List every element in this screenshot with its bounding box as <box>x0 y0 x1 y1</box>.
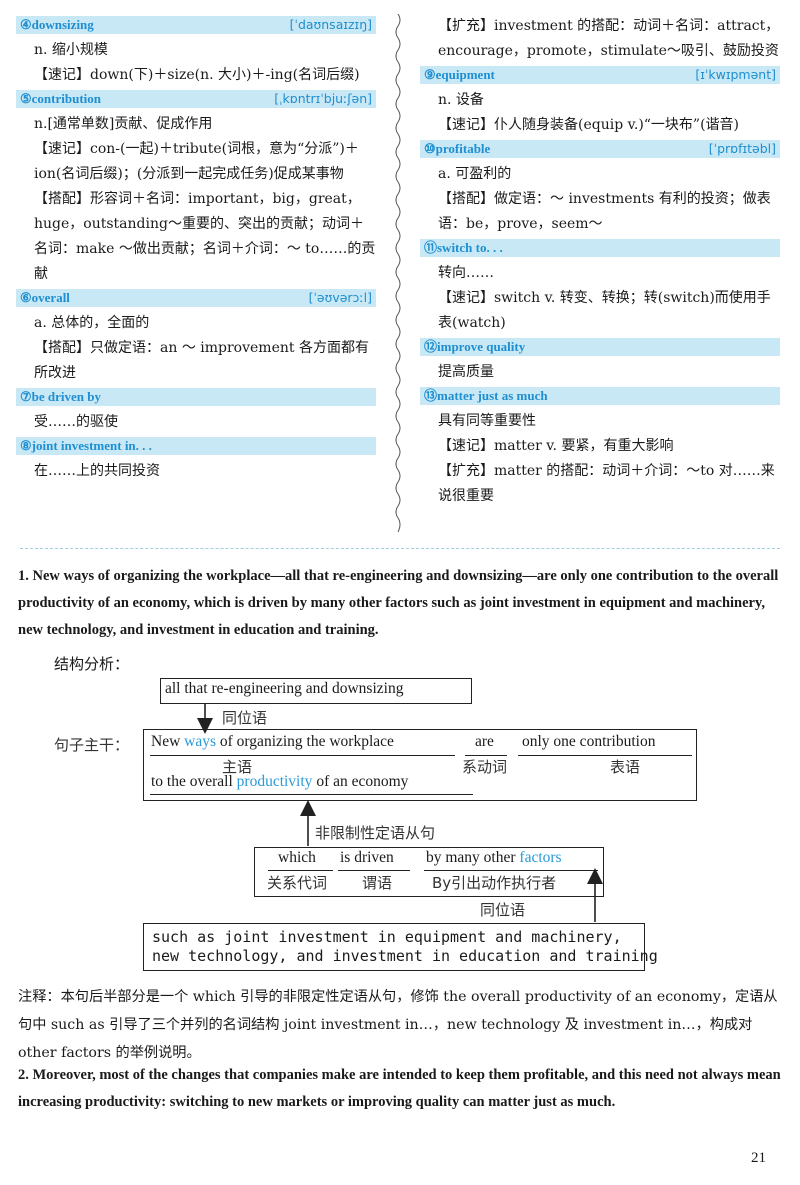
entry-mnemonic: 【速记】down(下)＋size(n. 大小)＋-ing(名词后缀) <box>34 67 360 83</box>
entry-mnemonic: 【速记】con-(一起)＋tribute(词根，意为“分派”)＋ion(名词后缀… <box>34 141 359 182</box>
relative-pronoun-cn-label: 关系代词 <box>267 874 328 892</box>
entry-extension: 【扩充】matter 的搭配：动词＋介词：～to 对……来说很重要 <box>438 463 775 504</box>
entry-word: ⑥overall <box>20 290 70 305</box>
by-phrase-underline <box>424 870 598 871</box>
entry-header-contribution: ⑤contribution [ˌkɒntrɪˈbjuːʃən] <box>16 90 376 108</box>
entry-definition: 提高质量 <box>438 364 494 380</box>
entry-phonetic: [ˈdaʊnsaɪzɪŋ] <box>289 17 372 32</box>
subject-underline <box>150 755 455 756</box>
verb-text: are <box>475 733 494 750</box>
entry-definition: n. 缩小规模 <box>34 42 108 58</box>
clause-label: 非限制性定语从句 <box>315 824 436 842</box>
subject-highlight: ways <box>184 733 217 750</box>
entry-phonetic: [ɪˈkwɪpmənt] <box>695 67 776 82</box>
main-clause-box <box>143 729 697 801</box>
verb-cn-label: 系动词 <box>462 758 508 776</box>
entry-header-joint-investment: ⑧joint investment in. . . <box>16 437 376 455</box>
entry-collocation: 【搭配】只做定语：an ～ improvement 各方面都有所改进 <box>34 340 369 381</box>
entry-mnemonic: 【速记】matter v. 要紧，有重大影响 <box>438 438 674 454</box>
predicative-underline <box>518 755 692 756</box>
subject-pre: New <box>151 733 185 750</box>
entry-word: ⑨equipment <box>424 67 495 82</box>
by-phrase-pre: by many other <box>426 849 520 866</box>
main-clause-label: 句子主干： <box>54 736 130 754</box>
main-line2-underline <box>150 794 473 795</box>
relative-pronoun-underline <box>268 870 333 871</box>
entry-collocation: 【搭配】形容词＋名词：important，big，great，huge，outs… <box>34 191 376 282</box>
verb-underline <box>465 755 507 756</box>
entry-definition: 转向…… <box>438 265 494 281</box>
annotation-note: 注释：本句后半部分是一个 which 引导的非限定性定语从句，修饰 the ov… <box>18 989 778 1061</box>
entry-word: ⑤contribution <box>20 91 101 106</box>
relative-pronoun-text: which <box>278 849 316 866</box>
appositive2-label: 同位语 <box>480 901 526 919</box>
relative-clause-box <box>254 847 604 897</box>
wavy-divider <box>395 14 401 532</box>
subject-cn-label: 主语 <box>222 758 253 776</box>
entry-definition: 在……上的共同投资 <box>34 463 160 479</box>
entry-word: ⑪switch to. . . <box>424 240 503 255</box>
entry-definition: a. 可盈利的 <box>438 166 512 182</box>
entry-word: ⑧joint investment in. . . <box>20 438 152 453</box>
relative-verb-cn-label: 谓语 <box>362 874 393 892</box>
entry-word: ⑫improve quality <box>424 339 526 354</box>
examples-box <box>143 923 645 971</box>
entry-word: ⑬matter just as much <box>424 388 548 403</box>
analysis-label: 结构分析： <box>54 655 130 673</box>
entry-mnemonic: 【速记】switch v. 转变、转换；转(switch)而使用手表(watch… <box>438 290 771 331</box>
section-divider <box>20 548 780 549</box>
subject-text: New ways of organizing the workplace <box>151 733 394 751</box>
entry-definition: 受……的驱使 <box>34 414 118 430</box>
by-phrase-text: by many other factors <box>426 849 562 867</box>
by-phrase-highlight: factors <box>519 849 562 866</box>
main-line2-highlight: productivity <box>236 773 313 790</box>
entry-header-equipment: ⑨equipment [ɪˈkwɪpmənt] <box>420 66 780 84</box>
examples-line-2: new technology, and investment in educat… <box>152 947 658 965</box>
relative-verb-underline <box>338 870 410 871</box>
entry-header-improve-quality: ⑫improve quality <box>420 338 780 356</box>
entry-definition: n. 设备 <box>438 92 484 108</box>
appositive-text: all that re-engineering and downsizing <box>165 680 404 697</box>
sentence-1: 1. New ways of organizing the workplace—… <box>18 568 779 638</box>
entry-extension: 【扩充】investment 的搭配：动词＋名词：attract，encoura… <box>438 18 780 59</box>
page-number: 21 <box>751 1150 766 1166</box>
entry-phonetic: [ˈprɒfɪtəbl] <box>708 141 776 156</box>
subject-post: of organizing the workplace <box>216 733 394 750</box>
predicative-cn-label: 表语 <box>610 758 641 776</box>
entry-header-switch-to: ⑪switch to. . . <box>420 239 780 257</box>
entry-word: ⑩profitable <box>424 141 491 156</box>
appositive-label: 同位语 <box>222 709 268 727</box>
main-line2-pre: to the overall <box>151 773 237 790</box>
entry-definition: n.[通常单数]贡献、促成作用 <box>34 116 213 132</box>
entry-phonetic: [ˌkɒntrɪˈbjuːʃən] <box>274 91 372 106</box>
left-vocab-column: ④downsizing [ˈdaʊnsaɪzɪŋ] n. 缩小规模 【速记】do… <box>16 14 376 484</box>
entry-header-downsizing: ④downsizing [ˈdaʊnsaɪzɪŋ] <box>16 16 376 34</box>
entry-header-matter-just-as-much: ⑬matter just as much <box>420 387 780 405</box>
predicative-text: only one contribution <box>522 733 656 750</box>
entry-collocation: 【搭配】做定语：～ investments 有利的投资；做表语：be，prove… <box>438 191 771 232</box>
entry-phonetic: [ˈəʊvərɔːl] <box>308 290 372 305</box>
entry-word: ④downsizing <box>20 17 94 32</box>
main-line2-text: to the overall productivity of an econom… <box>151 773 408 791</box>
entry-definition: a. 总体的，全面的 <box>34 315 150 331</box>
entry-header-be-driven-by: ⑦be driven by <box>16 388 376 406</box>
entry-header-profitable: ⑩profitable [ˈprɒfɪtəbl] <box>420 140 780 158</box>
entry-header-overall: ⑥overall [ˈəʊvərɔːl] <box>16 289 376 307</box>
by-phrase-cn-label: By引出动作执行者 <box>432 874 557 892</box>
right-vocab-column: 【扩充】investment 的搭配：动词＋名词：attract，encoura… <box>420 14 780 509</box>
sentence-2: 2. Moreover, most of the changes that co… <box>18 1067 781 1110</box>
entry-word: ⑦be driven by <box>20 389 101 404</box>
main-line2-post: of an economy <box>312 773 409 790</box>
relative-verb-text: is driven <box>340 849 394 866</box>
appositive-box <box>160 678 472 704</box>
entry-mnemonic: 【速记】仆人随身装备(equip v.)“一块布”(谐音) <box>438 117 740 133</box>
examples-line-1: such as joint investment in equipment an… <box>152 928 622 946</box>
entry-definition: 具有同等重要性 <box>438 413 536 429</box>
